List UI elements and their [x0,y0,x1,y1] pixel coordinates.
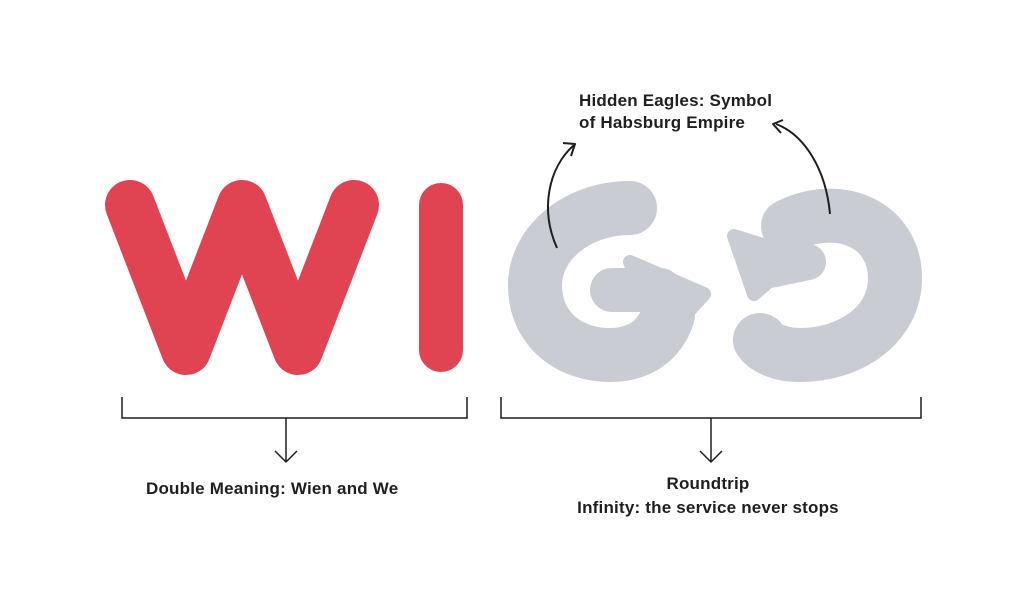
bracket-go [500,397,922,463]
logo-letter-g [508,181,711,382]
hidden-eagles-line-2: of Habsburg Empire [579,113,746,132]
double-meaning-label: Double Meaning: Wien and We [146,479,399,498]
hidden-eagles-line-1: Hidden Eagles: Symbol [579,91,773,110]
roundtrip-line-1: Roundtrip [666,474,750,493]
hidden-eagles-label: Hidden Eagles: Symbol of Habsburg Empire [579,90,772,134]
logo-letter-o [727,188,922,382]
roundtrip-line-2: Infinity: the service never stops [577,498,839,517]
eagle-arrow-left [547,142,576,249]
roundtrip-label: Roundtrip Infinity: the service never st… [503,472,913,520]
eagle-arrow-right [772,119,831,215]
g-eagle-arrowhead [623,255,711,345]
logo-letter-w [105,180,379,375]
bracket-wi [121,397,468,463]
